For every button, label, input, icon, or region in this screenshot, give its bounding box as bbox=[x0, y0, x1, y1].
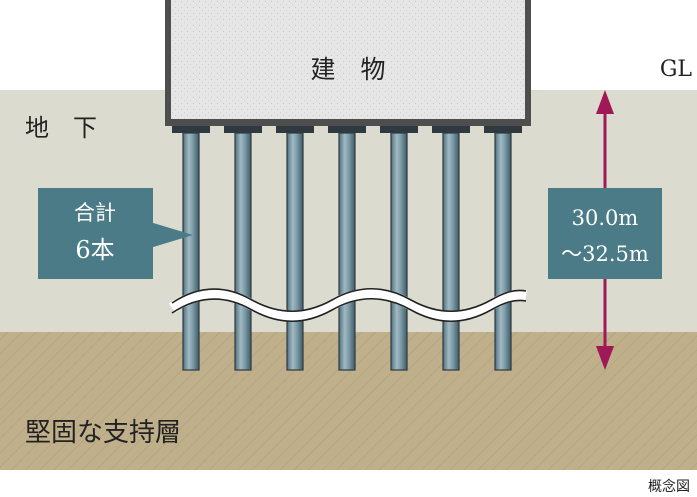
pile bbox=[224, 126, 262, 371]
depth-line1: 30.0m bbox=[572, 206, 639, 230]
callout-line1: 合計 bbox=[74, 201, 116, 225]
pile-count-callout: 合計 6本 bbox=[38, 188, 193, 279]
pile-cap bbox=[484, 126, 522, 133]
underground-label: 地 下 bbox=[25, 114, 97, 142]
pile-shaft bbox=[286, 132, 304, 371]
pile bbox=[380, 126, 418, 371]
pile-shaft bbox=[338, 132, 356, 371]
pile-cap bbox=[328, 126, 366, 133]
building bbox=[165, 0, 531, 126]
arrow-down-head bbox=[596, 346, 614, 370]
bearing-layer-label: 堅固な支持層 bbox=[25, 418, 181, 448]
pile-shaft bbox=[442, 132, 460, 371]
building-label: 建 物 bbox=[310, 55, 385, 84]
pile-shaft bbox=[234, 132, 252, 371]
pile bbox=[328, 126, 366, 371]
pile-group bbox=[172, 126, 522, 371]
callout-line2: 6本 bbox=[75, 236, 114, 264]
pile-shaft bbox=[182, 132, 200, 371]
pile-cap bbox=[224, 126, 262, 133]
pile-cap bbox=[172, 126, 210, 133]
depth-label-box: 30.0m ～32.5m bbox=[548, 188, 662, 279]
pile-shaft bbox=[390, 132, 408, 371]
gl-label: GL bbox=[660, 57, 693, 82]
depth-line2: ～32.5m bbox=[561, 242, 649, 266]
pile-cap bbox=[276, 126, 314, 133]
pile-break-waves bbox=[168, 287, 527, 323]
arrow-up-head bbox=[596, 90, 614, 114]
pile-shaft bbox=[494, 132, 512, 371]
pile bbox=[172, 126, 210, 371]
caption-label: 概念図 bbox=[648, 478, 690, 495]
pile-cap bbox=[380, 126, 418, 133]
pile-cap bbox=[432, 126, 470, 133]
pile bbox=[484, 126, 522, 371]
